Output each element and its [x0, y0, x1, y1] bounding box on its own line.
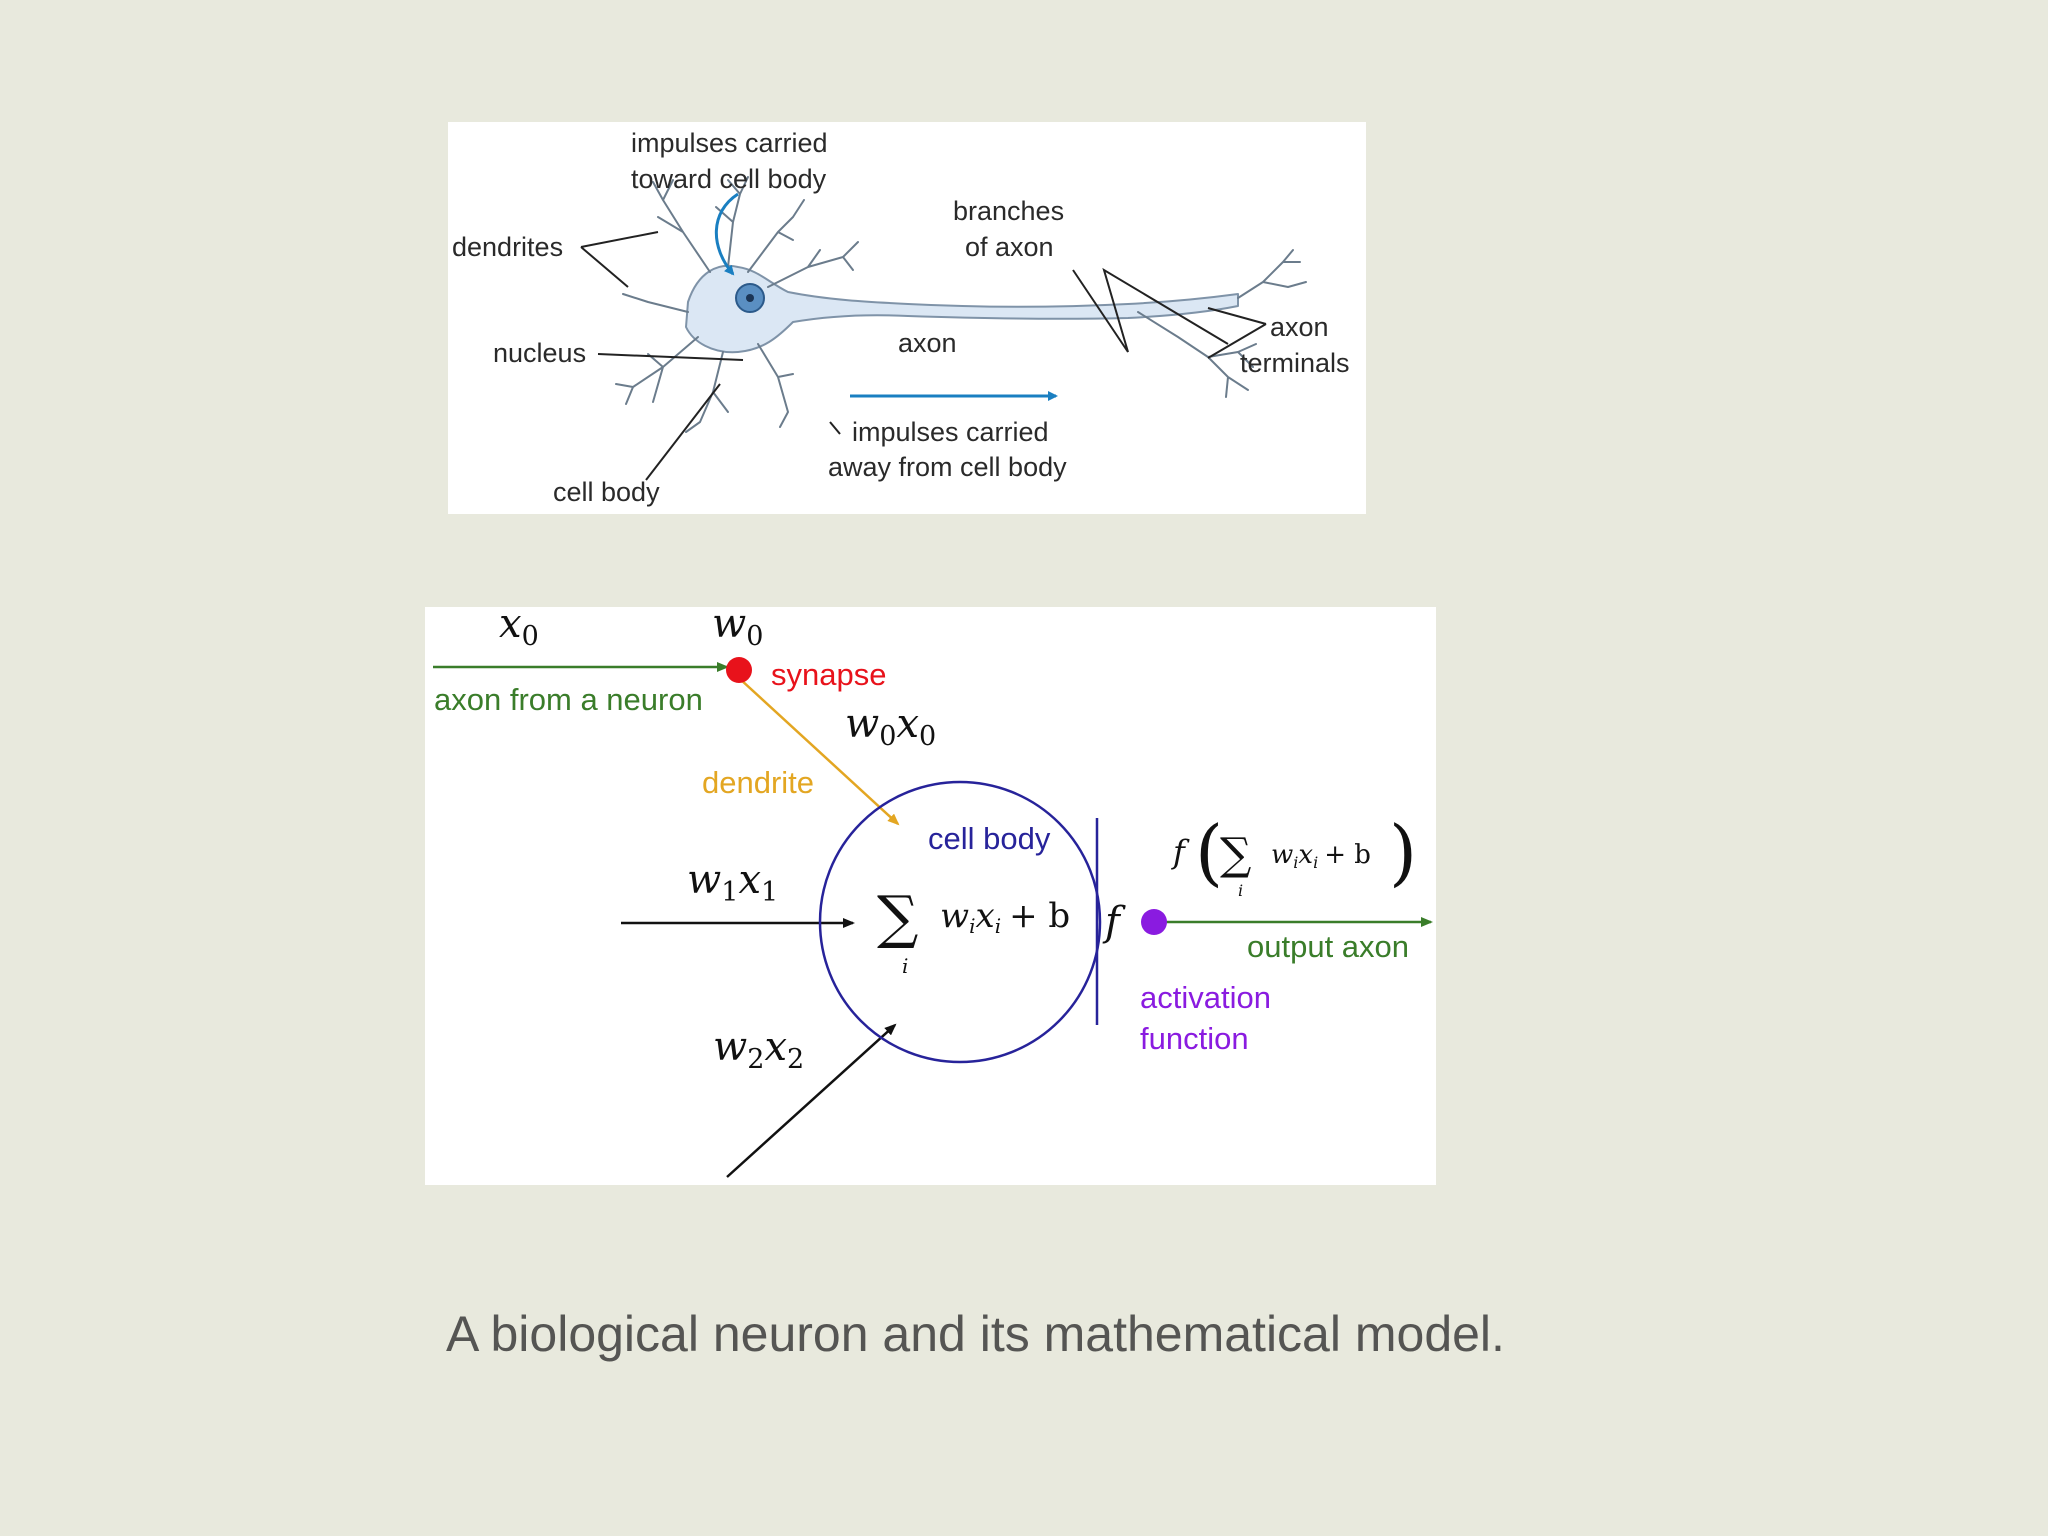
- synapse-label: synapse: [771, 657, 886, 692]
- output-sigma: ∑: [1220, 829, 1251, 880]
- away-label-line2: away from cell body: [828, 452, 1067, 482]
- output-f: f: [1171, 833, 1190, 871]
- cell-body-pointer: [645, 383, 721, 481]
- activation-dot: [1141, 909, 1167, 935]
- terminals-pointer: [1207, 307, 1267, 359]
- output-rparen: ): [1389, 810, 1417, 894]
- toward-label-line2: toward cell body: [631, 164, 827, 194]
- nucleus-label: nucleus: [493, 338, 586, 368]
- summation-formula: ∑ i wixi+ b f: [877, 883, 1126, 978]
- w0x0-label: w0x0: [845, 701, 936, 752]
- cell-body-shape: [685, 264, 1239, 354]
- f-symbol: f: [1102, 899, 1126, 945]
- mathematical-model-figure: x0 w0 synapse axon from a neuron w0x0 de…: [425, 607, 1436, 1185]
- sum-term: wixi+ b: [940, 896, 1070, 938]
- output-sum-term: wixi+ b: [1271, 840, 1371, 872]
- output-lparen: (: [1195, 810, 1223, 894]
- dendrites-pointer: [580, 231, 659, 288]
- branches-pointer: [1072, 267, 1229, 353]
- dendrite-label: dendrite: [702, 765, 814, 800]
- terminals-label-line1: axon: [1270, 312, 1329, 342]
- toward-label-line1: impulses carried: [631, 128, 828, 158]
- branches-label-line2: of axon: [965, 232, 1054, 262]
- biological-neuron-svg: dendrites nucleus cell body impulses car…: [452, 128, 1350, 507]
- away-label-line1: impulses carried: [852, 417, 1049, 447]
- figure-caption: A biological neuron and its mathematical…: [446, 1306, 1505, 1362]
- dendrite-line: [739, 678, 900, 826]
- mathematical-model-svg: x0 w0 synapse axon from a neuron w0x0 de…: [433, 607, 1433, 1178]
- dendrites-label: dendrites: [452, 232, 563, 262]
- activation-label-line2: function: [1140, 1021, 1249, 1056]
- w2x2-label: w2x2: [713, 1024, 804, 1075]
- activation-label-line1: activation: [1140, 980, 1271, 1015]
- output-formula: f ( ∑ i wixi+ b ): [1171, 810, 1417, 900]
- sigma-symbol: ∑: [877, 883, 918, 951]
- cell-body-circle: [818, 780, 1102, 1064]
- output-axon-label: output axon: [1247, 929, 1409, 964]
- axon-label: axon: [898, 328, 957, 358]
- axon-from-neuron-label: axon from a neuron: [434, 682, 703, 717]
- neuron-drawing: [615, 176, 1307, 433]
- away-pointer: [829, 421, 841, 435]
- w1x1-label: w1x1: [687, 857, 778, 908]
- toward-arrow: [714, 192, 739, 276]
- terminals-label-line2: terminals: [1240, 348, 1350, 378]
- cell-body-label: cell body: [928, 821, 1051, 856]
- branches-label-line1: branches: [953, 196, 1064, 226]
- synapse-dot: [726, 657, 752, 683]
- sum-index: i: [902, 954, 908, 978]
- cell-body-label: cell body: [553, 477, 660, 507]
- nucleus-pointer: [597, 353, 744, 361]
- x0-label: x0: [499, 607, 539, 652]
- w0-label: w0: [712, 607, 763, 652]
- output-sum-index: i: [1238, 881, 1243, 900]
- biological-neuron-figure: dendrites nucleus cell body impulses car…: [448, 122, 1366, 514]
- pointer-lines: [580, 231, 1267, 481]
- w2x2-input-line: [726, 1023, 897, 1178]
